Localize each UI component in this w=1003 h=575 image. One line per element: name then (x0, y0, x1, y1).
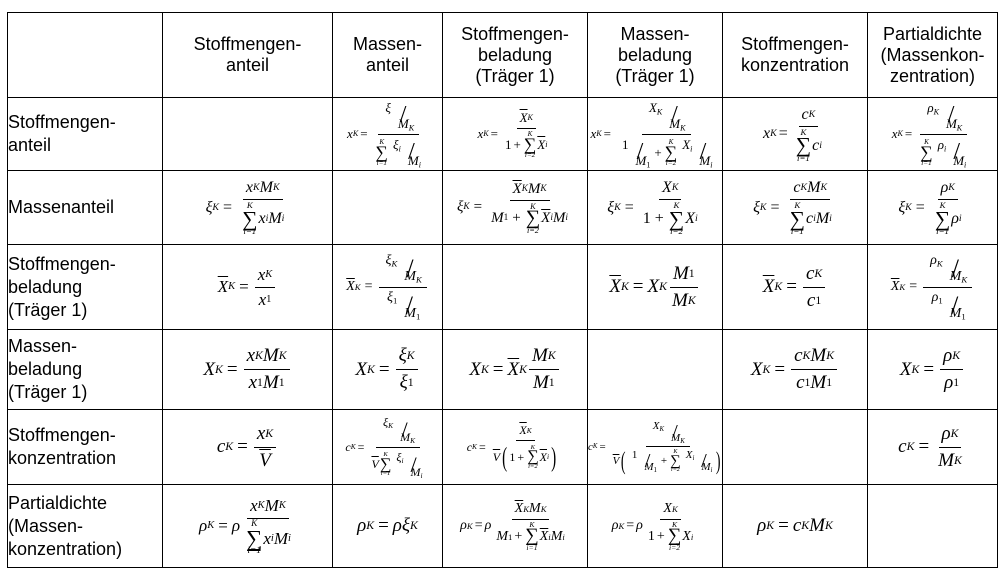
row-header: Massen-beladung(Träger 1) (7, 329, 163, 410)
row-header: Stoffmengen-konzentration (7, 409, 163, 485)
formula-cell-empty (332, 170, 443, 245)
column-header: Stoffmengen-anteil (162, 12, 333, 98)
formula-cell-empty (722, 409, 868, 485)
column-header: Stoffmengen-konzentration (722, 12, 868, 98)
column-header: Massen-anteil (332, 12, 443, 98)
row-header: Stoffmengen-anteil (7, 97, 163, 171)
row-header: Massenanteil (7, 170, 163, 245)
header-row: Stoffmengen-anteil Massen-anteil Stoffme… (7, 12, 998, 98)
row-header: Partialdichte(Massen-konzentration) (7, 484, 163, 568)
formula-cell-empty (442, 244, 588, 330)
column-header: Massen-beladung(Träger 1) (587, 12, 723, 98)
formula-cell-empty (162, 97, 333, 171)
formula-cell-empty (867, 484, 998, 568)
conversion-table: Stoffmengen-anteil Massen-anteil Stoffme… (7, 12, 998, 568)
row-header: Stoffmengen-beladung(Träger 1) (7, 244, 163, 330)
column-header: Partialdichte(Massenkon-zentration) (867, 12, 998, 98)
formula-cell-empty (587, 329, 723, 410)
column-header: Stoffmengen-beladung(Träger 1) (442, 12, 588, 98)
corner-cell (7, 12, 163, 98)
